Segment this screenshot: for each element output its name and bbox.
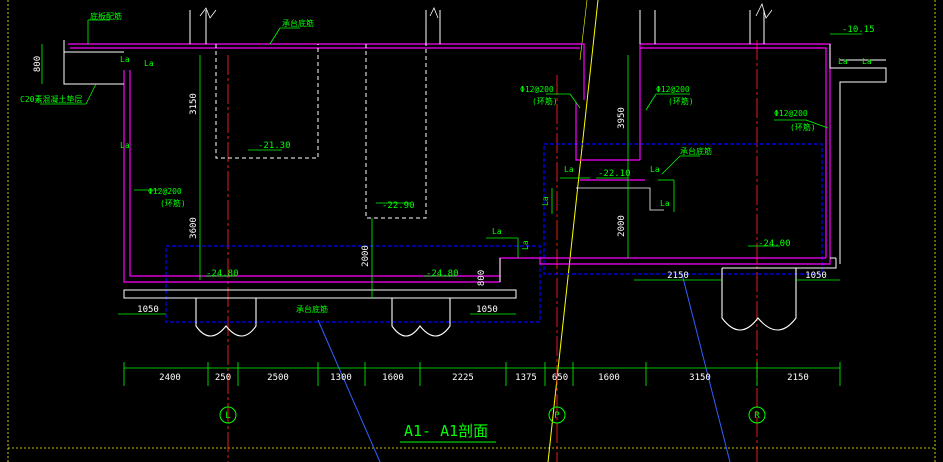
vdim-right-upper: 3950 [617,107,627,129]
rebar-right-inner-1: Φ12@200 [656,85,690,94]
rebar-center-2: (环筋) [532,96,558,106]
note-cap-right: 承台底筋 [680,146,712,156]
section-title: A1- A1剖面 [404,422,488,440]
la-right-top-2: La [862,57,872,66]
rebar-right-inner-2: (环筋) [668,96,694,106]
bottom-dimensions: 2400 250 2500 1300 1600 2225 1375 650 16… [159,373,809,383]
dim-1300: 1300 [330,373,352,383]
dim-1600-a: 1600 [382,373,404,383]
vdim-middle: 2000 [361,245,371,267]
dim-650: 650 [552,373,568,383]
dim-2500: 2500 [267,373,289,383]
dim-2225: 2225 [452,373,474,383]
la-step-3: La [564,165,574,174]
dim-1375: 1375 [515,373,537,383]
la-right-top-1: La [838,57,848,66]
dim-1600-b: 1600 [598,373,620,383]
annotation-lines [40,19,862,369]
la-step-4: La [541,196,550,206]
rebar-left-1: Φ12@200 [148,187,182,196]
elev-bottom-left-2: -24.80 [426,269,459,279]
drawing-frame [7,0,936,462]
dim-2400: 2400 [159,373,181,383]
vdim-top-left: 800 [33,56,43,72]
la-step-5: La [650,165,660,174]
vertical-dimension-labels: 800 3150 3600 2000 800 3950 2000 [33,56,627,286]
axis-label-R: R [754,411,760,421]
rebar-left-2: (环筋) [160,198,186,208]
axis-label-L: L [225,411,230,421]
la-labels: La La La La La La La La La La La [120,55,872,250]
dim-250: 250 [215,373,231,383]
axis-lines [227,40,758,462]
structure-walls [68,43,831,283]
elev-top-right: -10.15 [842,25,875,35]
note-top-left-2: C20素混凝土垫层 [20,94,82,104]
yellow-reference-lines [547,0,599,462]
rebar-right-1: Φ12@200 [774,109,808,118]
vdim-step-small: 800 [477,270,487,286]
elev-pit-upper: -21.30 [258,141,291,151]
note-cap-top: 承台底筋 [282,18,314,28]
vdim-right-lower: 2000 [617,215,627,237]
elev-pit-mid: -22.90 [382,201,415,211]
hdim-mid-cap: 1050 [476,305,498,315]
rebar-center-1: Φ12@200 [520,85,554,94]
dim-3150: 3150 [689,373,711,383]
vdim-left-lower: 3600 [189,217,199,239]
rebar-labels: Φ12@200 (环筋) Φ12@200 (环筋) Φ12@200 (环筋) Φ… [148,85,816,208]
axis-bubbles [219,406,766,424]
horizontal-dimension-labels: 1050 1050 2150 1050 [137,271,827,315]
dim-2150: 2150 [787,373,809,383]
hdim-left-cap: 1050 [137,305,159,315]
bottom-dimension-ticks [123,362,841,386]
la-step-6: La [660,199,670,208]
elev-step-right: -22.10 [598,169,631,179]
hdim-right-span: 2150 [667,271,689,281]
note-top-left-1: 底板配筋 [90,11,122,21]
note-cap-bottom: 承台底筋 [296,304,328,314]
structure-outlines [63,2,887,337]
la-top-2: La [144,59,154,68]
notes: 底板配筋 C20素混凝土垫层 承台底筋 承台底筋 承台底筋 [20,11,712,314]
hdim-right-cap: 1050 [805,271,827,281]
la-left-wall: La [120,141,130,150]
elev-bottom-right: -24.00 [758,239,791,249]
pile-cap-outlines [165,143,823,323]
la-step-2: La [521,240,530,250]
elev-bottom-left-1: -24.80 [206,269,239,279]
axis-label-P: P [554,411,560,421]
elevation-labels: -10.15 -21.30 -22.90 -22.10 -24.00 -24.8… [206,25,875,279]
vdim-left-upper: 3150 [189,93,199,115]
rebar-right-2: (环筋) [790,122,816,132]
la-step-1: La [492,227,502,236]
la-top-1: La [120,55,130,64]
